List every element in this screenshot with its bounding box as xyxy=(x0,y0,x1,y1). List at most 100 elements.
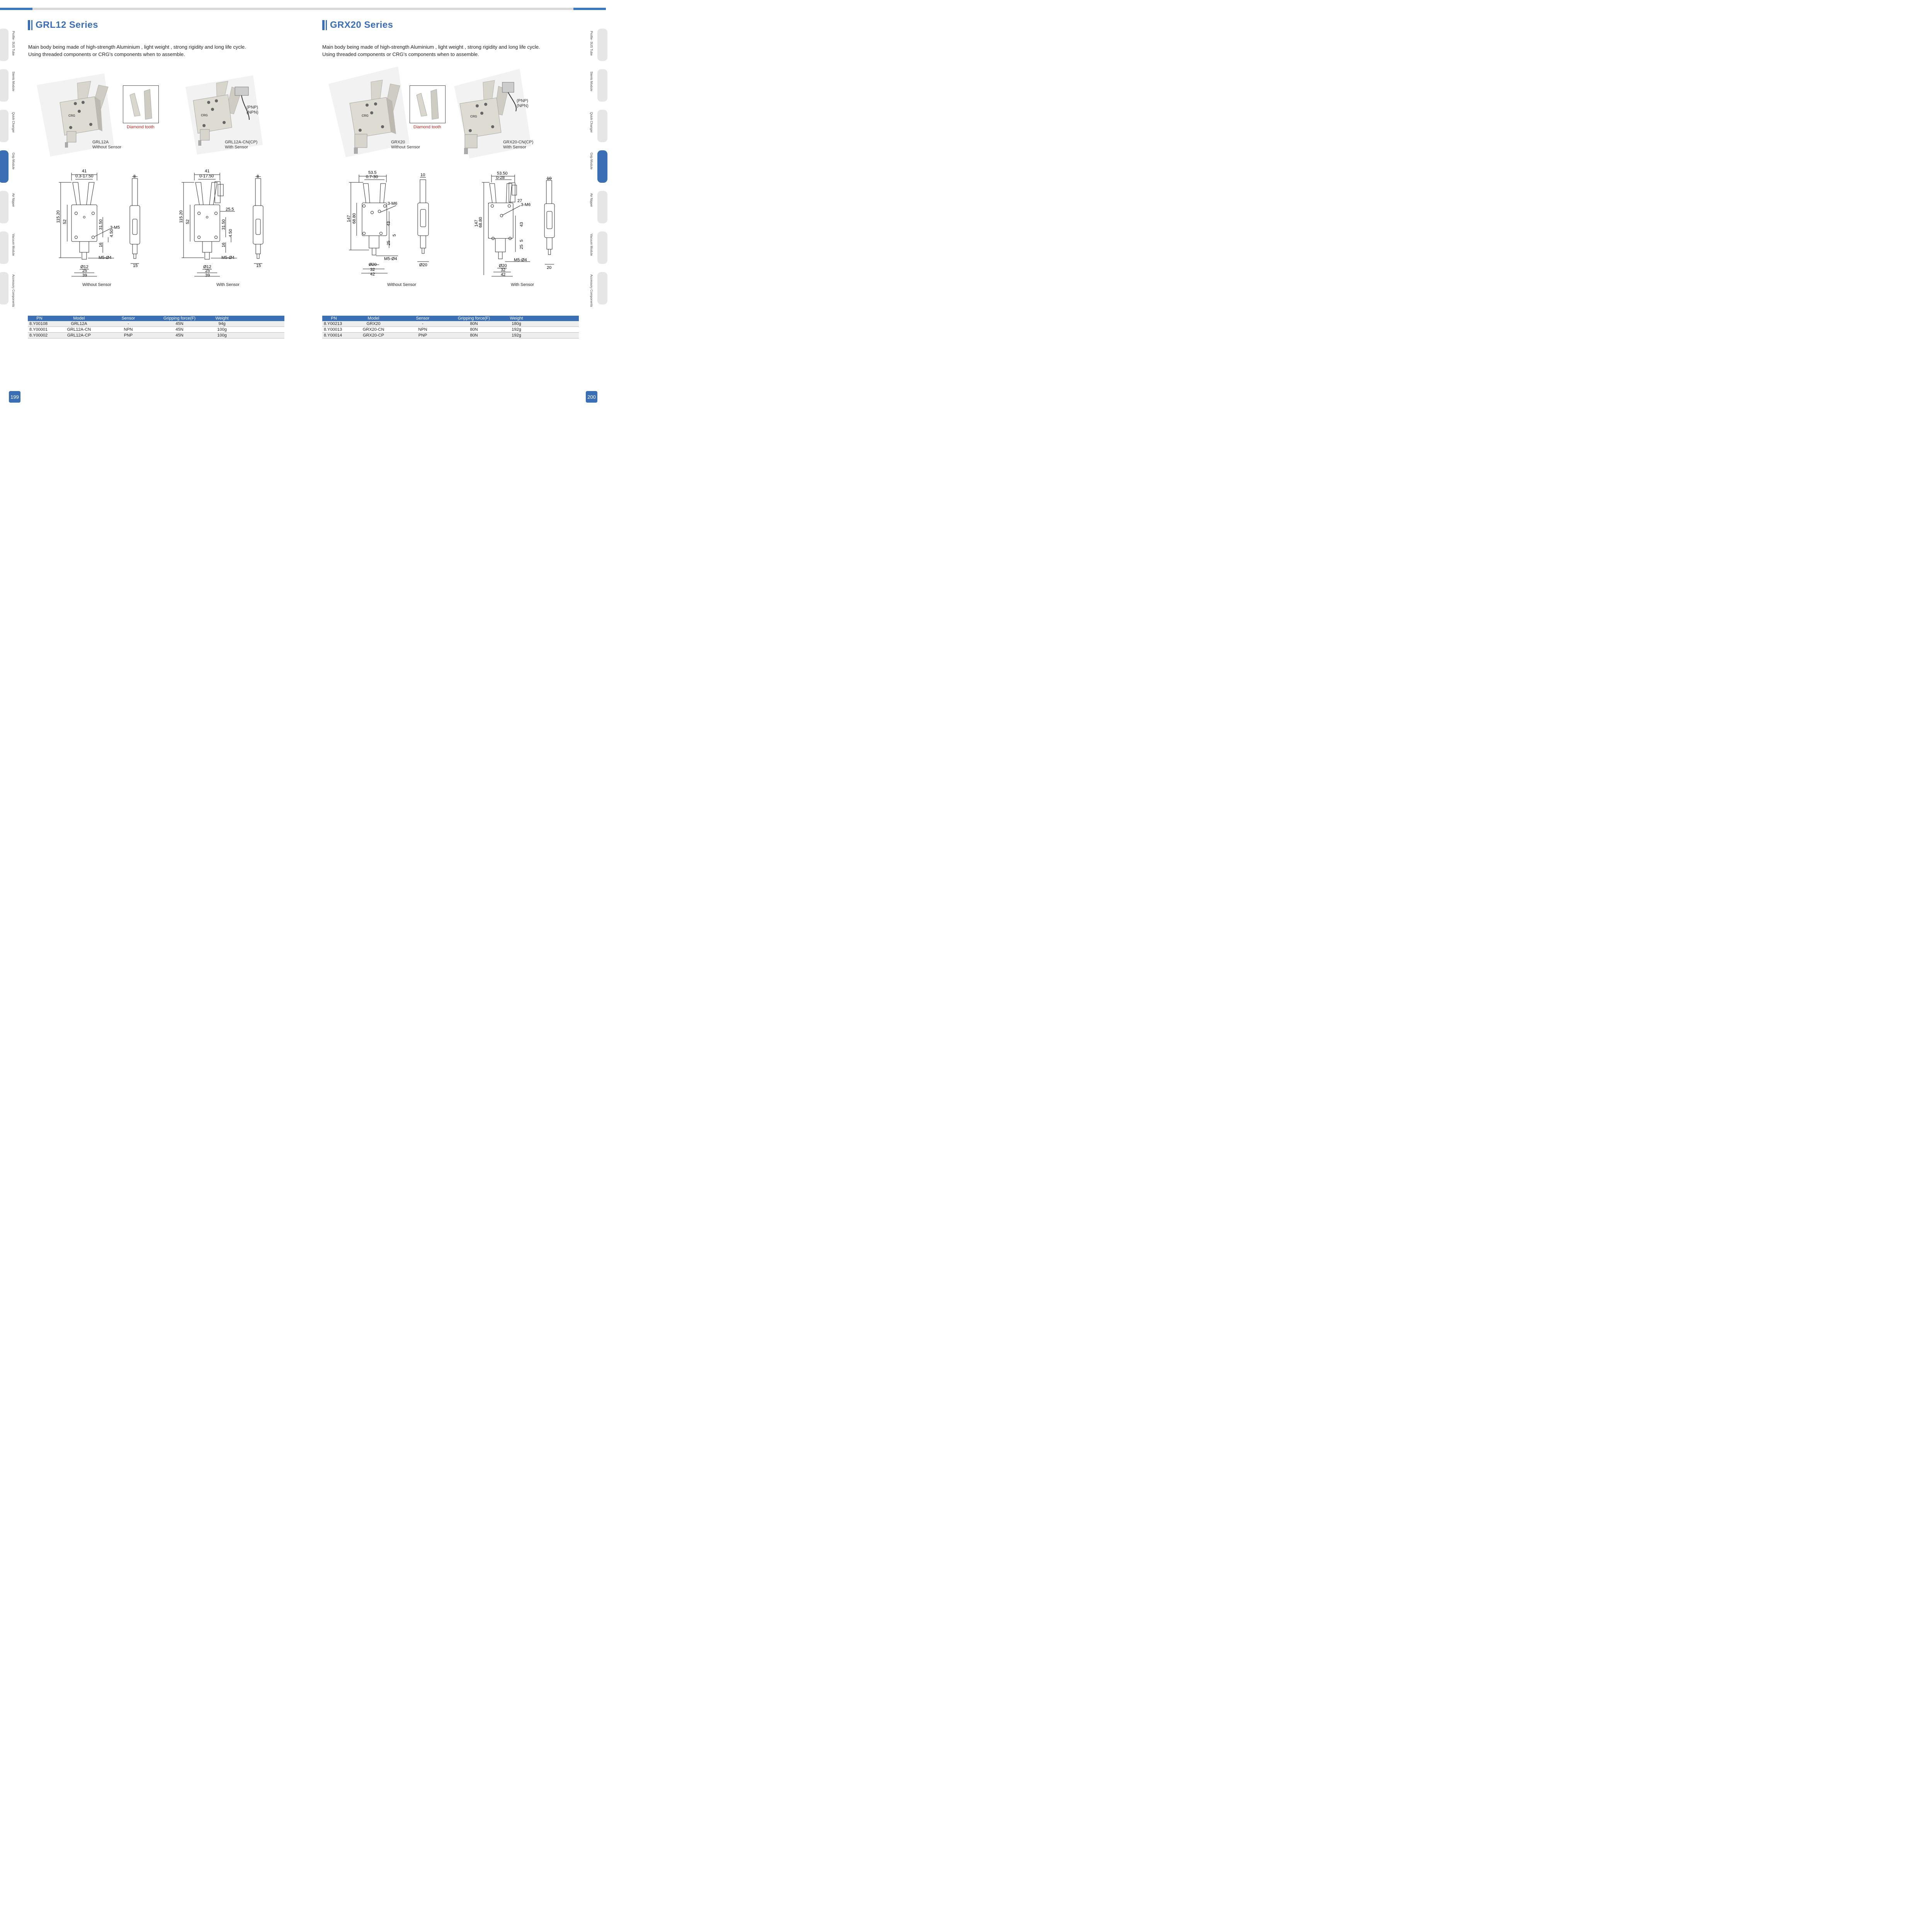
dim-label: 31.50 xyxy=(99,219,103,230)
side-tab-stents-left[interactable] xyxy=(0,69,9,102)
dim-label: 3-M6 xyxy=(388,201,397,206)
table-cell: PNP xyxy=(401,332,444,338)
diamond-tooth-label: Diamond tooth xyxy=(127,125,155,129)
side-tab-accessory-left[interactable] xyxy=(0,272,9,304)
dim-label: 16 xyxy=(221,243,226,247)
dim-label: 10 xyxy=(547,176,551,181)
dim-label: 68.80 xyxy=(352,213,357,224)
dim-label: 25 xyxy=(205,269,210,273)
side-tab-vacuum-right[interactable] xyxy=(597,231,607,264)
title-marker xyxy=(31,20,32,30)
side-tab-label: Profile· SUS Tube xyxy=(590,31,593,56)
grl12a-photo: CRG xyxy=(37,73,114,156)
drawing-caption: With Sensor xyxy=(511,282,534,287)
table-cell: 192g xyxy=(504,327,529,333)
table-cell-spacer xyxy=(529,327,579,333)
table-cell: 8.Y00001 xyxy=(28,327,51,333)
dim-label: 20 xyxy=(547,265,551,270)
table-cell: 80N xyxy=(444,321,504,327)
side-tab-label: Accessory Components xyxy=(12,274,15,307)
dim-label: 5 xyxy=(519,240,524,242)
side-tab-label: Profile· SUS Tube xyxy=(12,31,15,56)
side-tab-profile-left[interactable] xyxy=(0,29,9,61)
dim-label: 3-M6 xyxy=(521,202,531,207)
table-row: 8.Y00014 GRX20-CP PNP 80N 192g xyxy=(322,332,579,338)
sensor-pnp: (PNP) xyxy=(247,105,258,110)
side-tab-grip-right[interactable] xyxy=(597,150,607,183)
side-tab-label: Accessory Components xyxy=(590,274,593,307)
table-cell: 8.Y00014 xyxy=(322,332,345,338)
sensor-npn: (NPN) xyxy=(247,110,259,115)
table-cell-spacer xyxy=(235,327,284,333)
dim-label: Ø12 xyxy=(203,265,211,269)
table-row: 8.Y00001 GRL12A-CN NPN 45N 100g xyxy=(28,327,284,333)
right-title-text: GRX20 Series xyxy=(330,20,393,30)
table-cell: 8.Y00002 xyxy=(28,332,51,338)
table-header: Weight xyxy=(209,316,235,321)
side-tab-accessory-right[interactable] xyxy=(597,272,607,304)
dim-label: M5-Ø4 xyxy=(384,257,397,261)
left-desc-line2: Using threaded components or CRG's compo… xyxy=(28,51,185,57)
right-series-title: GRX20 Series xyxy=(322,20,393,30)
grx20-cn-photo: CRG xyxy=(454,69,531,158)
svg-text:CRG: CRG xyxy=(362,114,369,117)
dim-label: 39 xyxy=(82,273,87,278)
side-tab-profile-right[interactable] xyxy=(597,29,607,61)
dim-label: 68.80 xyxy=(478,217,483,228)
grx20-drawing-without-sensor: 53.5 0.7-30 10 3-M6 147 68.80 43 5 25 M5… xyxy=(347,170,429,277)
dim-label: 0.7-30 xyxy=(366,175,378,179)
side-tab-vacuum-left[interactable] xyxy=(0,231,9,264)
table-cell: GRX20-CP xyxy=(345,332,401,338)
dim-label: 4.50 xyxy=(109,229,114,237)
title-marker xyxy=(28,20,30,30)
dim-label: 147 xyxy=(347,215,351,222)
dim-label: 43 xyxy=(386,221,391,226)
dim-label: Ø20 xyxy=(499,264,507,268)
left-description: Main body being made of high-strength Al… xyxy=(28,43,246,58)
side-tab-label: Air Nipper xyxy=(12,193,15,207)
side-tab-air-nipper-right[interactable] xyxy=(597,191,607,223)
table-cell: 45N xyxy=(150,321,209,327)
table-header: Sensor xyxy=(401,316,444,321)
dim-label: M5-Ø4 xyxy=(221,255,235,260)
dim-label: 8 xyxy=(257,174,259,179)
sensor-pnp: (PNP) xyxy=(517,99,528,103)
right-spec-table: PN Model Sensor Gripping force(F) Weight… xyxy=(322,316,579,338)
dim-label: 42 xyxy=(501,272,505,277)
dim-label: 39 xyxy=(205,273,210,278)
dim-label: M5-Ø4 xyxy=(99,255,112,260)
table-header: Model xyxy=(51,316,107,321)
dim-label: 5 xyxy=(392,234,397,236)
drawing-caption: Without Sensor xyxy=(82,282,112,287)
left-title-text: GRL12 Series xyxy=(36,20,99,30)
table-cell: 8.Y00013 xyxy=(322,327,345,333)
table-cell: NPN xyxy=(401,327,444,333)
table-header: Sensor xyxy=(107,316,150,321)
dim-label: 10 xyxy=(420,173,425,177)
svg-text:CRG: CRG xyxy=(68,114,75,117)
table-header-row: PN Model Sensor Gripping force(F) Weight xyxy=(28,316,284,321)
left-series-title: GRL12 Series xyxy=(28,20,98,30)
dim-label: 147 xyxy=(474,220,479,227)
sensor-types-label: (PNP) (NPN) xyxy=(247,105,259,115)
dim-label: 25 xyxy=(519,245,524,249)
table-cell: GRX20-CN xyxy=(345,327,401,333)
table-cell: - xyxy=(401,321,444,327)
dim-label: 43 xyxy=(519,222,524,227)
side-tab-stents-right[interactable] xyxy=(597,69,607,102)
grx20-label: GRX20 Without Sensor xyxy=(391,140,420,150)
left-spec-table: PN Model Sensor Gripping force(F) Weight… xyxy=(28,316,284,338)
grx20-photo: CRG xyxy=(328,66,410,157)
grl12-drawing-without-sensor: 41 0.3-17.50 8 115.20 52 31.50 3-M5 4.50… xyxy=(56,169,140,278)
table-cell: GRL12A-CN xyxy=(51,327,107,333)
side-tab-quick-changer-right[interactable] xyxy=(597,110,607,142)
photo-note: Without Sensor xyxy=(92,145,122,150)
side-tab-air-nipper-left[interactable] xyxy=(0,191,9,223)
side-tab-quick-changer-left[interactable] xyxy=(0,110,9,142)
dim-label: Ø20 xyxy=(369,262,377,267)
table-row: 8.Y00213 GRX20 - 80N 180g xyxy=(322,321,579,327)
side-tab-grip-left[interactable] xyxy=(0,150,9,183)
grl12a-label: GRL12A Without Sensor xyxy=(92,140,121,150)
table-header: PN xyxy=(322,316,345,321)
side-tab-label: Vacuum Module xyxy=(12,234,15,256)
